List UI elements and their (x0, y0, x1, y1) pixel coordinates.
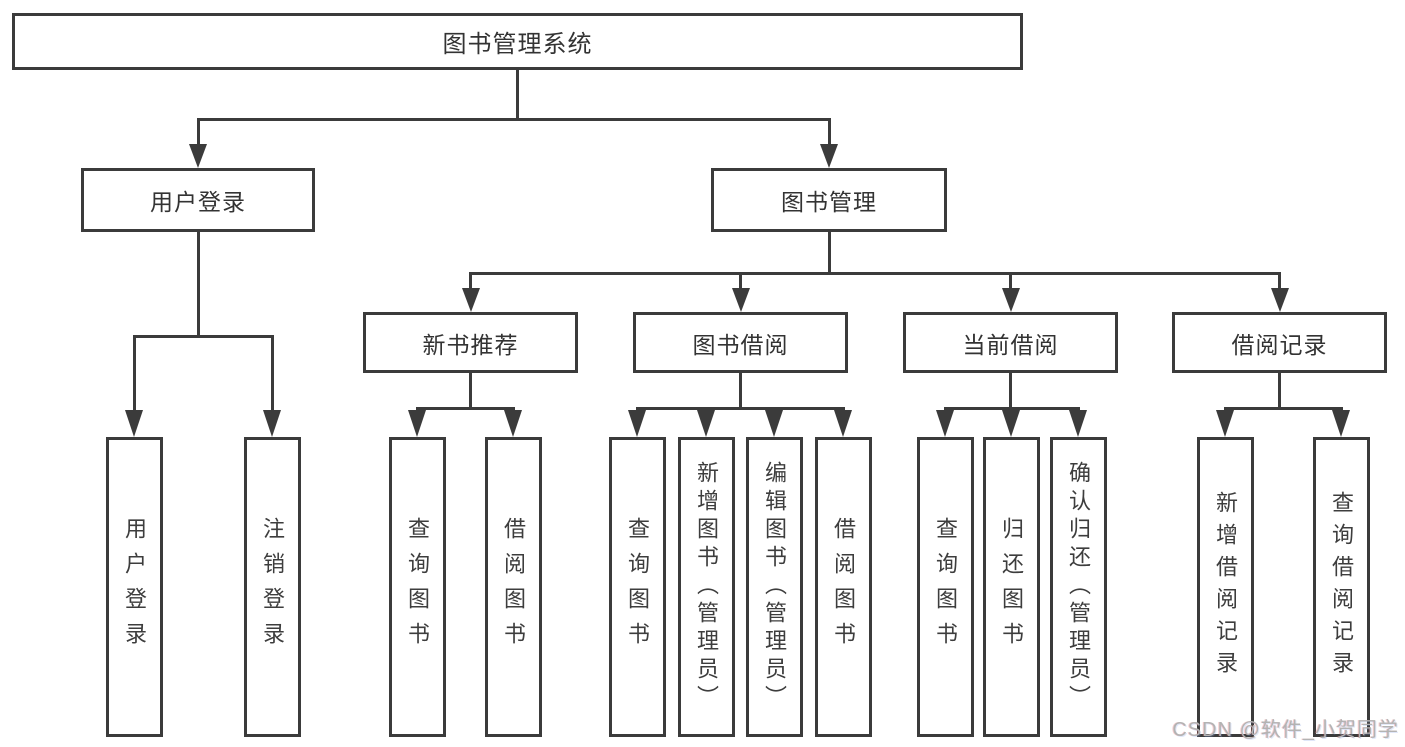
connector-newbook-stem (469, 373, 472, 407)
connector-drop-login-leaf (132, 335, 136, 411)
arrowhead-current-return-icon (1002, 410, 1020, 437)
arrowhead-current-borrow-icon (1001, 288, 1020, 312)
leaf-label: 归还图书 (999, 517, 1024, 657)
node-current-borrow-label: 当前借阅 (962, 331, 1059, 358)
node-leaf-user-login: 用户登录 (105, 437, 163, 737)
node-book-borrow: 图书借阅 (633, 312, 848, 373)
leaf-label: 注销登录 (260, 517, 285, 657)
node-user-login: 用户登录 (81, 168, 315, 232)
leaf-label: 查询图书 (405, 517, 430, 657)
leaf-label: 借阅图书 (501, 517, 526, 657)
connector-drop-book-management (827, 118, 831, 146)
node-leaf-borrow-query: 查询图书 (608, 437, 666, 737)
csdn-watermark: CSDN @软件_小贺同学 (1172, 719, 1399, 741)
arrowhead-records-query-icon (1332, 410, 1350, 437)
node-new-book-recommend: 新书推荐 (363, 312, 578, 373)
node-leaf-current-confirm-admin: 确认归还（管理员） (1049, 437, 1107, 737)
arrowhead-login-leaf-icon (125, 410, 143, 437)
arrowhead-logout-leaf-icon (263, 410, 281, 437)
node-root-library-system: 图书管理系统 (12, 13, 1023, 70)
connector-current-bar (943, 407, 1080, 410)
node-borrow-records-label: 借阅记录 (1231, 331, 1328, 358)
connector-mgmt-bar (469, 272, 1281, 275)
node-book-borrow-label: 图书借阅 (692, 331, 789, 358)
arrowhead-user-login-icon (189, 144, 207, 168)
node-root-label: 图书管理系统 (442, 31, 593, 58)
arrowhead-newbook-borrow-icon (504, 410, 522, 437)
leaf-label: 用户登录 (122, 517, 147, 657)
connector-drop-new-book (469, 272, 472, 290)
node-book-management-label: 图书管理 (781, 189, 877, 215)
connector-newbook-bar (415, 407, 515, 410)
connector-records-bar (1223, 407, 1343, 410)
node-leaf-records-add: 新增借阅记录 (1196, 437, 1254, 737)
connector-root-bar (196, 118, 831, 121)
arrowhead-borrow-borrow-icon (834, 410, 852, 437)
connector-drop-logout-leaf (270, 335, 274, 411)
leaf-label: 查询图书 (625, 517, 650, 657)
connector-borrow-bar (635, 407, 845, 410)
leaf-label: 确认归还（管理员） (1066, 461, 1091, 713)
connector-records-stem (1278, 373, 1281, 407)
leaf-label: 借阅图书 (831, 517, 856, 657)
node-leaf-borrow-add-admin: 新增图书（管理员） (677, 437, 735, 737)
connector-current-stem (1009, 373, 1012, 407)
node-leaf-logout: 注销登录 (243, 437, 301, 737)
node-user-login-label: 用户登录 (150, 189, 246, 215)
node-book-management: 图书管理 (711, 168, 947, 232)
connector-borrow-stem (739, 373, 742, 407)
arrowhead-borrow-edit-icon (765, 410, 783, 437)
leaf-label: 新增图书（管理员） (694, 461, 719, 713)
connector-mgmt-stem (827, 232, 831, 272)
connector-drop-book-borrow (739, 272, 742, 290)
arrowhead-current-confirm-icon (1069, 410, 1087, 437)
arrowhead-current-query-icon (936, 410, 954, 437)
node-leaf-borrow-borrow: 借阅图书 (814, 437, 872, 737)
node-leaf-newbook-query: 查询图书 (388, 437, 446, 737)
arrowhead-records-add-icon (1216, 410, 1234, 437)
node-leaf-current-query: 查询图书 (916, 437, 974, 737)
leaf-label: 查询借阅记录 (1329, 491, 1354, 683)
node-borrow-records: 借阅记录 (1172, 312, 1387, 373)
arrowhead-book-management-icon (820, 144, 838, 168)
node-leaf-current-return: 归还图书 (982, 437, 1040, 737)
leaf-label: 新增借阅记录 (1213, 491, 1238, 683)
connector-drop-current-borrow (1009, 272, 1012, 290)
arrowhead-borrow-add-icon (697, 410, 715, 437)
connector-drop-borrow-records (1278, 272, 1281, 290)
arrowhead-newbook-query-icon (408, 410, 426, 437)
connector-root-stem (516, 70, 519, 118)
node-leaf-newbook-borrow: 借阅图书 (484, 437, 542, 737)
connector-user-bar (132, 335, 274, 338)
connector-drop-user-login (196, 118, 200, 146)
leaf-label: 查询图书 (933, 517, 958, 657)
arrowhead-borrow-query-icon (628, 410, 646, 437)
arrowhead-new-book-icon (461, 288, 480, 312)
connector-user-stem (196, 232, 200, 335)
leaf-label: 编辑图书（管理员） (762, 461, 787, 713)
node-leaf-borrow-edit-admin: 编辑图书（管理员） (745, 437, 803, 737)
arrowhead-book-borrow-icon (731, 288, 750, 312)
node-new-book-recommend-label: 新书推荐 (422, 331, 519, 358)
node-current-borrow: 当前借阅 (903, 312, 1118, 373)
arrowhead-borrow-records-icon (1270, 288, 1289, 312)
node-leaf-records-query: 查询借阅记录 (1312, 437, 1370, 737)
